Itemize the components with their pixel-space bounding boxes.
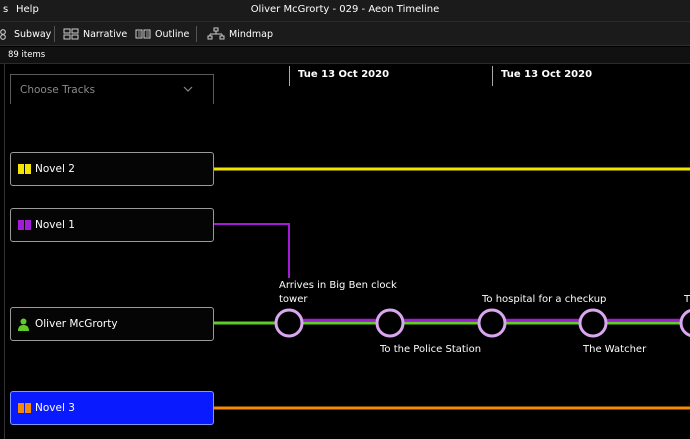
- subway-label: Subway: [14, 28, 52, 40]
- event-label[interactable]: Arrives in Big Ben clock tower: [279, 280, 397, 305]
- choose-tracks-placeholder: Choose Tracks: [20, 84, 96, 96]
- book-icon: [18, 220, 31, 230]
- event-label[interactable]: To the Police Station: [380, 344, 482, 355]
- person-icon: [18, 318, 29, 331]
- view-toolbar: Subway Narrative Outline Mindmap: [0, 22, 690, 46]
- track-name: Novel 1: [35, 219, 75, 231]
- narrative-icon: [63, 28, 79, 40]
- chevron-down-icon: [183, 86, 193, 92]
- event-label[interactable]: To hospital for a checkup: [482, 294, 607, 305]
- track-name: Novel 2: [35, 163, 75, 175]
- event-label[interactable]: The Watcher: [583, 344, 647, 355]
- date-header: Tue 13 Oct 2020: [501, 69, 593, 80]
- track-name: Novel 3: [35, 402, 75, 414]
- track-header-novel-3[interactable]: Novel 3: [10, 391, 214, 425]
- event-station[interactable]: [679, 309, 690, 337]
- event-station[interactable]: [274, 308, 304, 338]
- event-label[interactable]: T: [684, 294, 690, 305]
- narrative-view-button[interactable]: Narrative: [63, 26, 127, 42]
- mindmap-label: Mindmap: [229, 28, 273, 40]
- panel-border: [4, 64, 5, 439]
- outline-icon: [135, 29, 151, 39]
- mindmap-icon: [207, 27, 225, 40]
- toolbar-divider: [196, 26, 197, 42]
- mindmap-view-button[interactable]: Mindmap: [207, 26, 273, 42]
- book-icon: [18, 164, 31, 174]
- menu-item-help[interactable]: Help: [16, 4, 39, 15]
- date-divider: [289, 66, 290, 86]
- date-divider: [492, 66, 493, 86]
- book-icon: [18, 403, 31, 413]
- track-header-novel-1[interactable]: Novel 1: [10, 208, 214, 242]
- item-count: 89 items: [8, 50, 46, 60]
- subway-view-button[interactable]: Subway: [0, 26, 51, 42]
- event-station[interactable]: [578, 308, 608, 338]
- track-header-oliver-mcgrorty[interactable]: Oliver McGrorty: [10, 307, 214, 341]
- track-header-novel-2[interactable]: Novel 2: [10, 152, 214, 186]
- outline-label: Outline: [155, 28, 190, 40]
- track-line-novel-1: [214, 223, 290, 278]
- status-bar: 89 items: [0, 47, 690, 64]
- event-station[interactable]: [375, 308, 405, 338]
- date-header: Tue 13 Oct 2020: [298, 69, 390, 80]
- subway-icon: [0, 29, 6, 40]
- narrative-label: Narrative: [83, 28, 128, 40]
- track-name: Oliver McGrorty: [35, 318, 118, 330]
- toolbar-divider: [54, 26, 55, 42]
- title-bar: s Help Oliver McGrorty - 029 - Aeon Time…: [0, 0, 690, 22]
- window-title: Oliver McGrorty - 029 - Aeon Timeline: [250, 4, 440, 15]
- choose-tracks-dropdown[interactable]: Choose Tracks: [10, 74, 214, 104]
- outline-view-button[interactable]: Outline: [135, 26, 189, 42]
- menu-item-partial[interactable]: s: [3, 4, 9, 15]
- event-station[interactable]: [477, 308, 507, 338]
